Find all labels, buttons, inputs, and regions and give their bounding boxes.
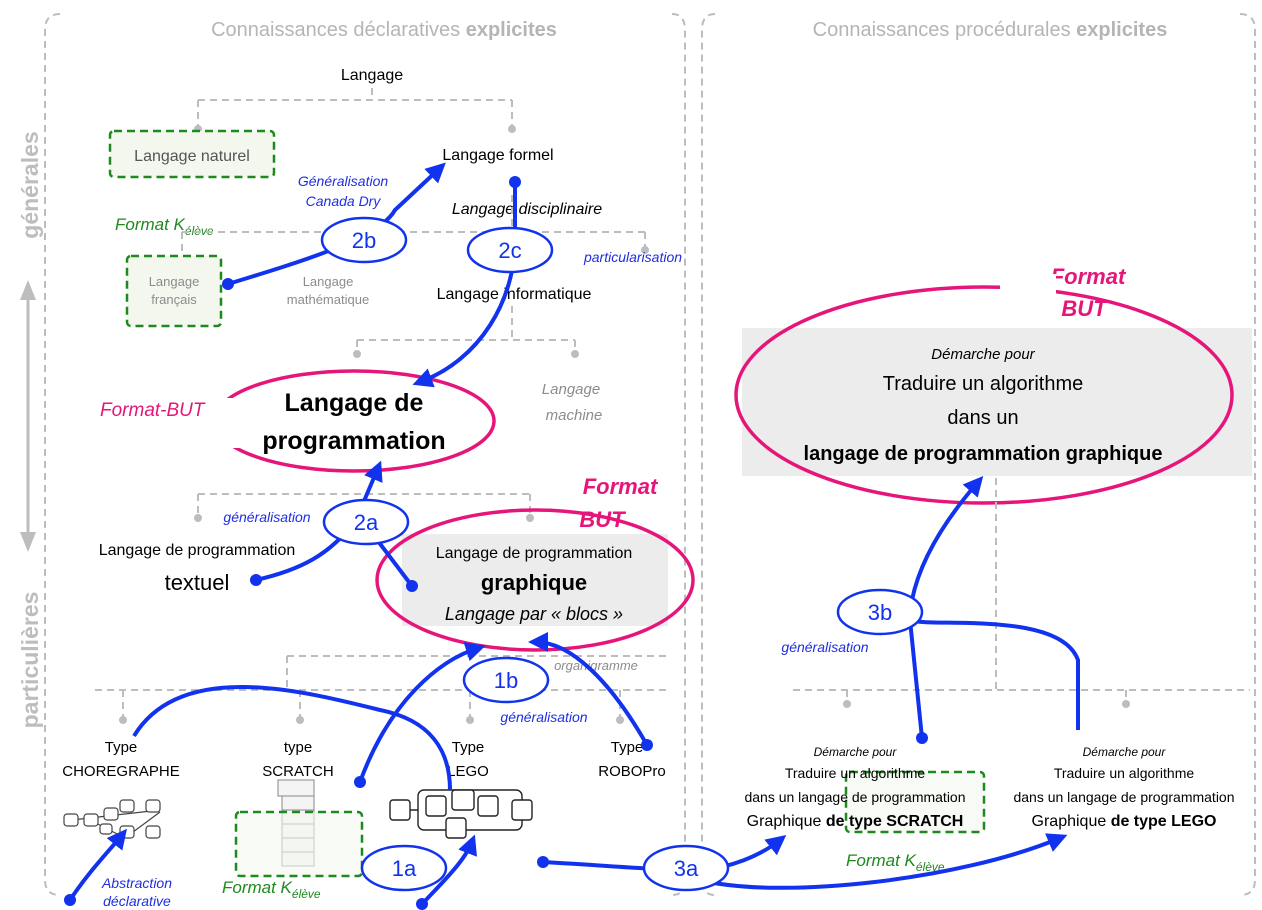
box-format-eleve-right — [844, 770, 986, 834]
rs-line-1: Démarche pour — [814, 745, 898, 759]
label-format-eleve-right: Format Kélève — [846, 851, 945, 874]
badge-3a: 3a — [642, 844, 730, 892]
rl-line-4: Graphique de type LEGO — [1032, 813, 1217, 830]
label-particularisation: particularisation — [583, 249, 682, 265]
svg-text:2b: 2b — [352, 228, 376, 253]
box-format-eleve-bottom — [234, 810, 364, 878]
right-panel-frame — [1239, 13, 1256, 896]
rl-line-1: Démarche pour — [1083, 745, 1167, 759]
svg-text:1b: 1b — [494, 668, 518, 693]
label-format-right-1: Format — [1051, 264, 1127, 289]
label-machine-1: Langage — [542, 381, 600, 398]
rs-line-2: Traduire un algorithme — [785, 765, 926, 781]
rs-line-3: dans un langage de programmation — [744, 789, 965, 805]
goal-line-1: Démarche pour — [931, 346, 1035, 363]
label-organigramme: organigramme — [554, 658, 638, 673]
label-chore-2: CHOREGRAPHE — [62, 763, 180, 780]
lego-blocks-icon — [389, 789, 533, 839]
side-label-particular: particulières — [17, 592, 43, 729]
label-format-but-graphic-1: Format — [583, 474, 659, 499]
badge-3b: 3b — [836, 588, 924, 636]
badge-2a: 2a — [322, 498, 410, 546]
label-format-but-left: Format-BUT — [100, 400, 206, 421]
label-math-2: mathématique — [287, 292, 369, 307]
label-graphique-2: graphique — [481, 570, 587, 595]
side-arrow-down — [20, 532, 36, 552]
label-textuel-2: textuel — [165, 570, 230, 595]
label-format-eleve-top: Format Kélève — [115, 215, 214, 238]
label-langage-disciplinaire: Langage disciplinaire — [452, 201, 602, 218]
box-graphique-shade — [402, 534, 668, 626]
node-langage-informatique: Langage informatique — [437, 286, 592, 303]
badge-2c: 2c — [466, 226, 554, 274]
tree-prog-connector — [197, 493, 531, 516]
label-canada-dry: Canada Dry — [306, 193, 382, 209]
label-abstraction-2: déclarative — [103, 893, 171, 909]
tree-info-connector — [356, 306, 576, 352]
panel-separator — [671, 13, 716, 896]
label-francais-2: français — [151, 292, 197, 307]
label-math-1: Langage — [303, 274, 354, 289]
label-textuel-1: Langage de programmation — [99, 542, 296, 559]
side-arrow-up — [20, 280, 36, 300]
label-robo-1: Type — [611, 739, 644, 756]
label-programmation: programmation — [262, 427, 445, 455]
label-robo-2: ROBOPro — [598, 763, 666, 780]
node-langage-naturel — [108, 129, 276, 179]
svg-text:2a: 2a — [354, 510, 379, 535]
label-machine-2: machine — [546, 407, 603, 424]
node-langage-francais — [125, 254, 223, 328]
right-tree-connector — [793, 478, 1250, 702]
badge-1b: 1b — [462, 656, 550, 704]
label-abstraction-1: Abstraction — [101, 875, 172, 891]
label-generalisation-canada: Généralisation — [298, 173, 388, 189]
label-langage-naturel: Langage naturel — [134, 148, 250, 165]
goal-line-2: Traduire un algorithme — [883, 373, 1083, 395]
svg-text:1a: 1a — [392, 856, 417, 881]
left-panel-frame — [44, 13, 61, 896]
right-header: Connaissances procédurales explicites — [813, 19, 1168, 41]
label-francais-1: Langage — [149, 274, 200, 289]
label-scratch-2: SCRATCH — [262, 763, 333, 780]
label-lego-2: LEGO — [447, 763, 489, 780]
svg-text:2c: 2c — [498, 238, 521, 263]
badge-2b: 2b — [320, 216, 408, 264]
svg-text:3b: 3b — [868, 600, 892, 625]
side-label-general: générales — [17, 131, 43, 238]
left-header: Connaissances déclaratives explicites — [211, 19, 557, 41]
label-format-eleve-bottom: Format Kélève — [222, 878, 321, 901]
goal-line-4: langage de programmation graphique — [804, 443, 1163, 465]
label-langage-de: Langage de — [285, 389, 424, 417]
tree-bottom-connector — [95, 655, 670, 718]
rs-line-4: Graphique de type SCRATCH — [747, 813, 964, 830]
label-generalisation-1b: généralisation — [500, 709, 587, 725]
goal-line-3: dans un — [947, 407, 1018, 429]
tree-root-connector — [197, 88, 513, 127]
node-langage: Langage — [341, 67, 403, 84]
ellipse-langage-programmation — [212, 369, 496, 473]
label-scratch-1: type — [284, 739, 312, 756]
label-generalisation-3b: généralisation — [781, 639, 868, 655]
svg-text:3a: 3a — [674, 856, 699, 881]
label-graphique-1: Langage de programmation — [436, 545, 633, 562]
label-generalisation-2a: généralisation — [223, 509, 310, 525]
ellipse-goal — [734, 285, 1234, 505]
node-langage-formel: Langage formel — [442, 147, 553, 164]
label-lego-1: Type — [452, 739, 485, 756]
label-graphique-3: Langage par « blocs » — [445, 604, 623, 624]
label-chore-1: Type — [105, 739, 138, 756]
rl-line-3: dans un langage de programmation — [1013, 789, 1234, 805]
rl-line-2: Traduire un algorithme — [1054, 765, 1195, 781]
badge-1a: 1a — [360, 844, 448, 892]
box-goal-shade — [742, 328, 1252, 476]
choregraphe-diagram-icon — [63, 799, 161, 839]
